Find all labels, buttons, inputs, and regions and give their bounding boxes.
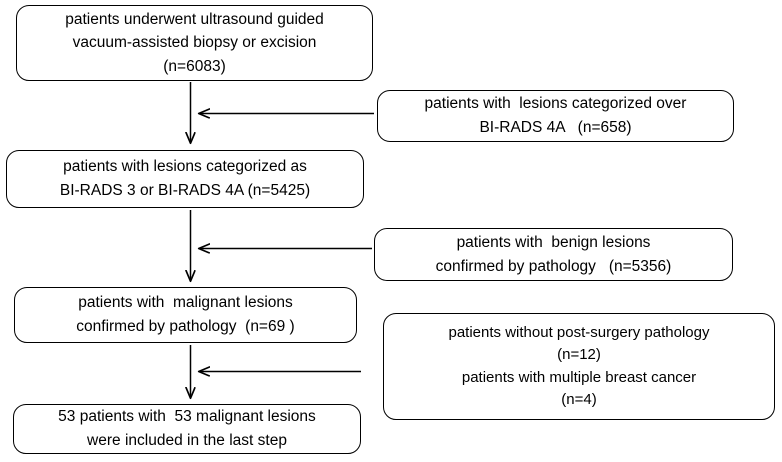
- node-birads-3-or-4a-line-2: BI-RADS 3 or BI-RADS 4A (n=5425): [59, 182, 311, 199]
- node-excluded-over-birads-4a: patients with lesions categorized over B…: [377, 90, 734, 142]
- node-excluded-over-birads-4a-line-1: patients with lesions categorized over: [424, 95, 687, 113]
- node-final-included: 53 patients with 53 malignant lesions we…: [13, 404, 361, 454]
- node-excluded-benign-line-1: patients with benign lesions: [456, 233, 651, 251]
- node-enrolled-line-1: patients underwent ultrasound guided: [65, 10, 324, 28]
- node-malignant-confirmed-line-2: confirmed by pathology (n=69 ): [76, 318, 295, 335]
- node-excluded-other-line-2: (n=12): [557, 346, 601, 363]
- node-malignant-confirmed: patients with malignant lesions confirme…: [14, 287, 357, 343]
- node-final-included-line-1: 53 patients with 53 malignant lesions: [58, 408, 316, 426]
- node-birads-3-or-4a-line-1: patients with lesions categorized as: [63, 158, 307, 176]
- node-excluded-other: patients without post-surgery pathology …: [383, 313, 775, 420]
- node-enrolled-line-2: vacuum-assisted biopsy or excision: [72, 34, 317, 52]
- node-birads-3-or-4a: patients with lesions categorized as BI-…: [6, 150, 364, 208]
- node-malignant-confirmed-line-1: patients with malignant lesions: [78, 294, 293, 312]
- node-excluded-over-birads-4a-line-2: BI-RADS 4A (n=658): [479, 119, 632, 136]
- node-excluded-other-line-3: patients with multiple breast cancer: [461, 368, 697, 386]
- node-excluded-benign: patients with benign lesions confirmed b…: [374, 228, 733, 281]
- node-excluded-other-line-1: patients without post-surgery pathology: [448, 323, 710, 341]
- node-enrolled-line-3: (n=6083): [163, 57, 226, 75]
- node-excluded-other-line-4: (n=4): [561, 391, 597, 408]
- node-enrolled: patients underwent ultrasound guided vac…: [16, 5, 373, 81]
- node-final-included-line-2: were included in the last step: [87, 432, 287, 449]
- node-excluded-benign-line-2: confirmed by pathology (n=5356): [435, 257, 672, 275]
